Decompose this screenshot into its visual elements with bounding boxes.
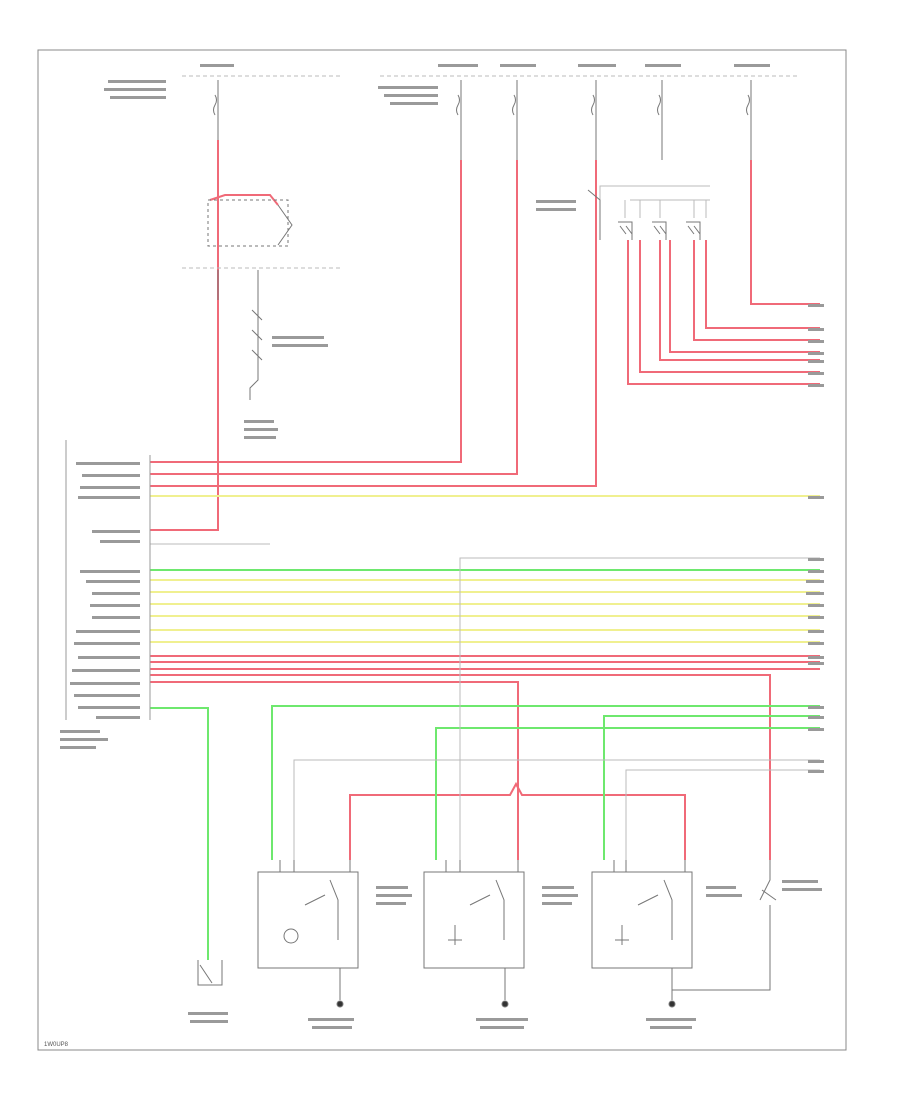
illegible-labels <box>60 64 824 1029</box>
red-wires <box>150 140 820 860</box>
left-relay <box>207 199 293 400</box>
switch-box-3 <box>591 871 693 969</box>
footer-code: 1W0UP8 <box>44 1042 69 1048</box>
switch-assemblies <box>197 860 777 1008</box>
diagram-border <box>37 49 847 1051</box>
yellow-wires <box>150 495 820 643</box>
gray-wires <box>150 75 820 860</box>
relay-cluster <box>587 189 701 240</box>
switch-box-2 <box>423 871 525 969</box>
switch-box-1 <box>257 871 359 969</box>
green-wires <box>150 569 820 960</box>
fuse-symbols <box>213 80 752 160</box>
control-module-outline <box>65 440 151 720</box>
